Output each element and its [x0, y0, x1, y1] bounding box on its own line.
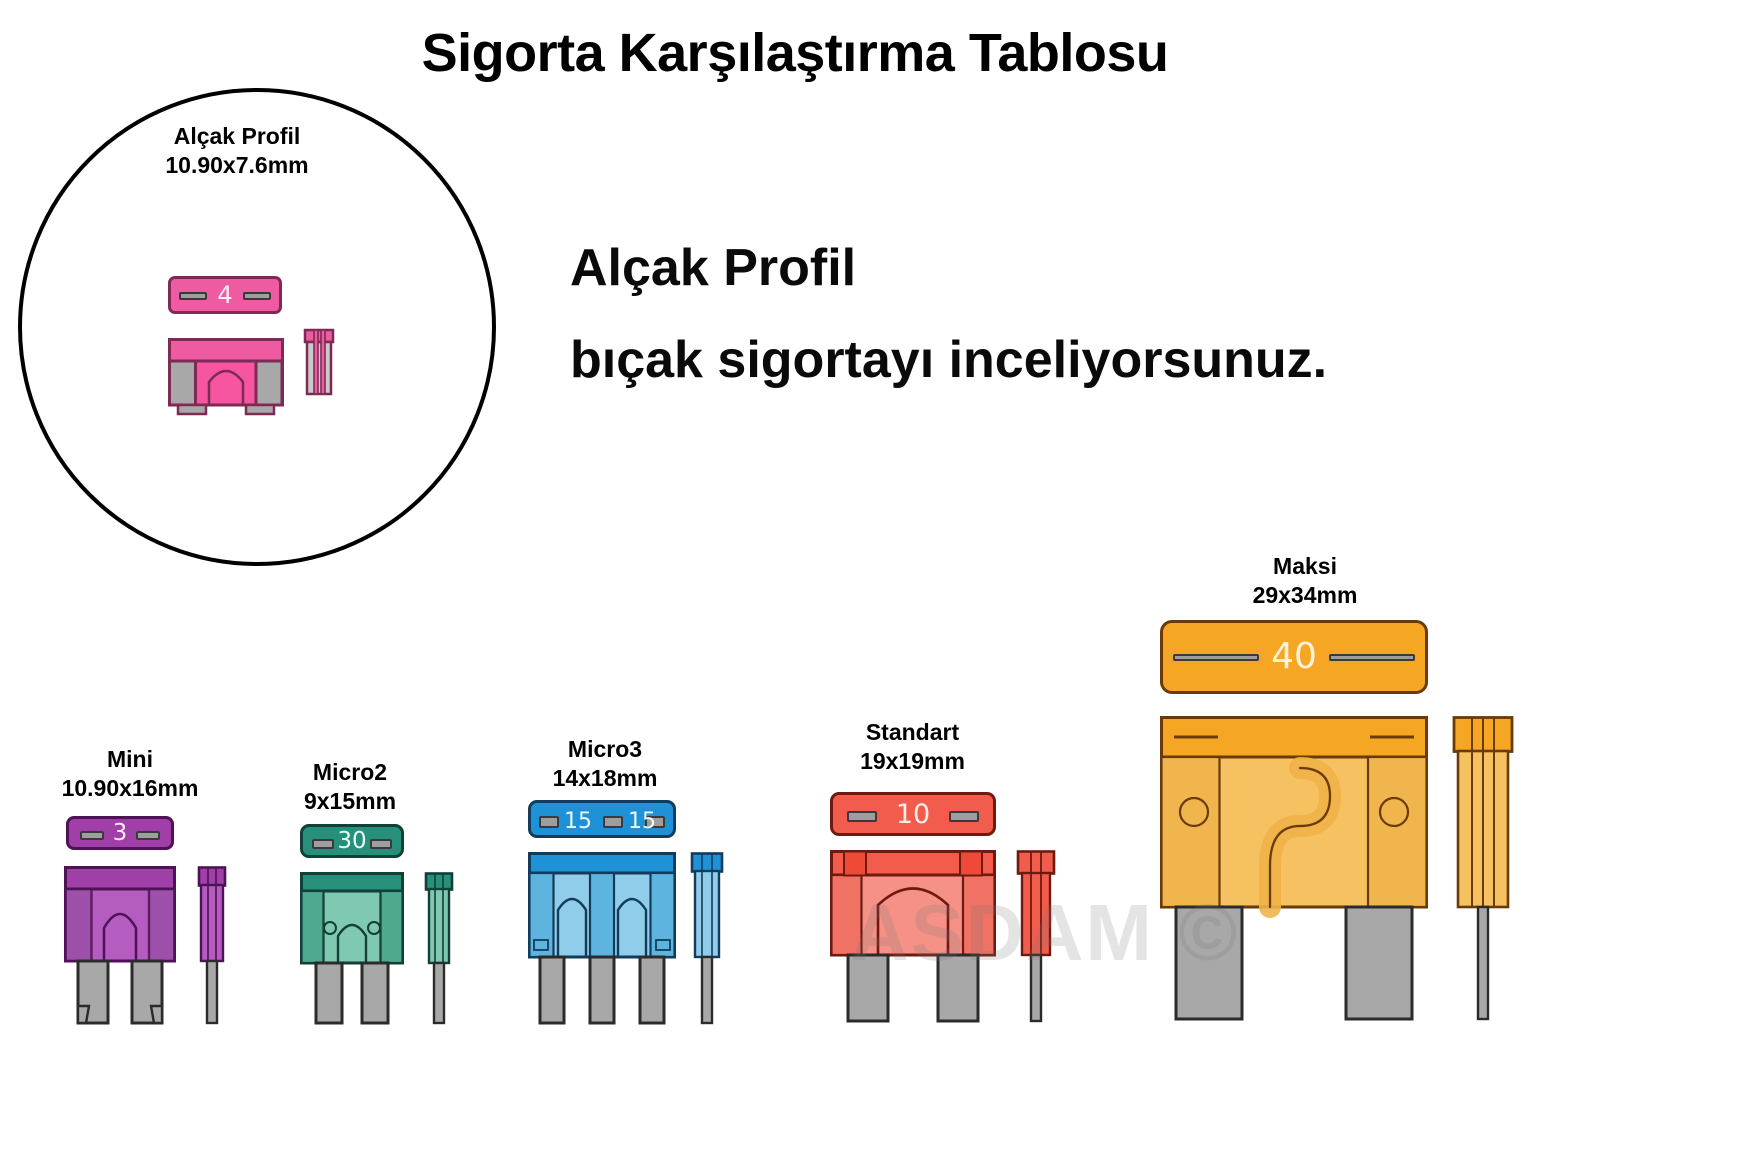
- micro2-amp-value: 30: [337, 827, 367, 854]
- standart-name: Standart: [865, 719, 960, 745]
- micro3-fuse-top-view: 15 15: [528, 800, 676, 838]
- intro-line-2: bıçak sigortayı inceliyorsunuz.: [570, 331, 1328, 389]
- label-mini: Mini 10.90x16mm: [30, 745, 230, 803]
- maksi-fuse-side-view: [1452, 716, 1514, 1026]
- micro3-name: Micro3: [567, 736, 643, 762]
- callout-label: Alçak Profil 10.90x7.6mm: [92, 122, 382, 180]
- standart-fuse-front-view: [830, 850, 996, 1026]
- intro-line-1: Alçak Profil: [570, 239, 857, 297]
- micro2-dimensions: 9x15mm: [303, 787, 397, 814]
- micro2-fuse-top-view: 30: [300, 824, 404, 858]
- maksi-fuse-front-view: [1160, 716, 1428, 1026]
- maksi-amp-value: 40: [1271, 636, 1317, 677]
- standart-amp-value: 10: [895, 798, 931, 830]
- micro2-fuse-front-view: [300, 872, 404, 1026]
- page-title: Sigorta Karşılaştırma Tablosu: [421, 23, 1169, 83]
- mini-fuse-front-view: [64, 866, 176, 1026]
- label-micro3: Micro3 14x18mm: [495, 735, 715, 793]
- callout-circle: [18, 88, 496, 566]
- label-micro2: Micro2 9x15mm: [250, 758, 450, 816]
- micro3-dimensions: 14x18mm: [552, 764, 658, 791]
- callout-amp-value: 4: [217, 281, 233, 309]
- mini-amp-value: 3: [112, 819, 128, 846]
- micro3-amp-value-2: 15: [628, 809, 656, 834]
- mini-name: Mini: [107, 746, 153, 772]
- standart-dimensions: 19x19mm: [860, 747, 965, 774]
- standart-fuse-top-view: 10: [830, 792, 996, 836]
- standart-fuse-side-view: [1016, 850, 1056, 1026]
- micro3-fuse-front-view: [528, 852, 676, 1026]
- callout-fuse-top-view: 4: [168, 276, 282, 314]
- micro3-amp-value-1: 15: [564, 809, 592, 834]
- micro2-fuse-side-view: [424, 872, 454, 1026]
- label-standart: Standart 19x19mm: [805, 718, 1020, 776]
- micro2-name: Micro2: [312, 759, 388, 785]
- mini-dimensions: 10.90x16mm: [61, 774, 199, 801]
- mini-fuse-top-view: 3: [66, 816, 174, 850]
- callout-fuse-front-view: [168, 338, 284, 416]
- maksi-fuse-top-view: 40: [1160, 620, 1428, 694]
- callout-fuse-side-view: [303, 328, 335, 410]
- callout-dimensions: 10.90x7.6mm: [165, 151, 309, 178]
- mini-fuse-side-view: [196, 866, 228, 1026]
- micro3-fuse-side-view: [690, 852, 724, 1026]
- label-maksi: Maksi 29x34mm: [1190, 552, 1420, 610]
- maksi-dimensions: 29x34mm: [1252, 581, 1358, 608]
- callout-name: Alçak Profil: [173, 123, 301, 149]
- maksi-name: Maksi: [1273, 553, 1337, 579]
